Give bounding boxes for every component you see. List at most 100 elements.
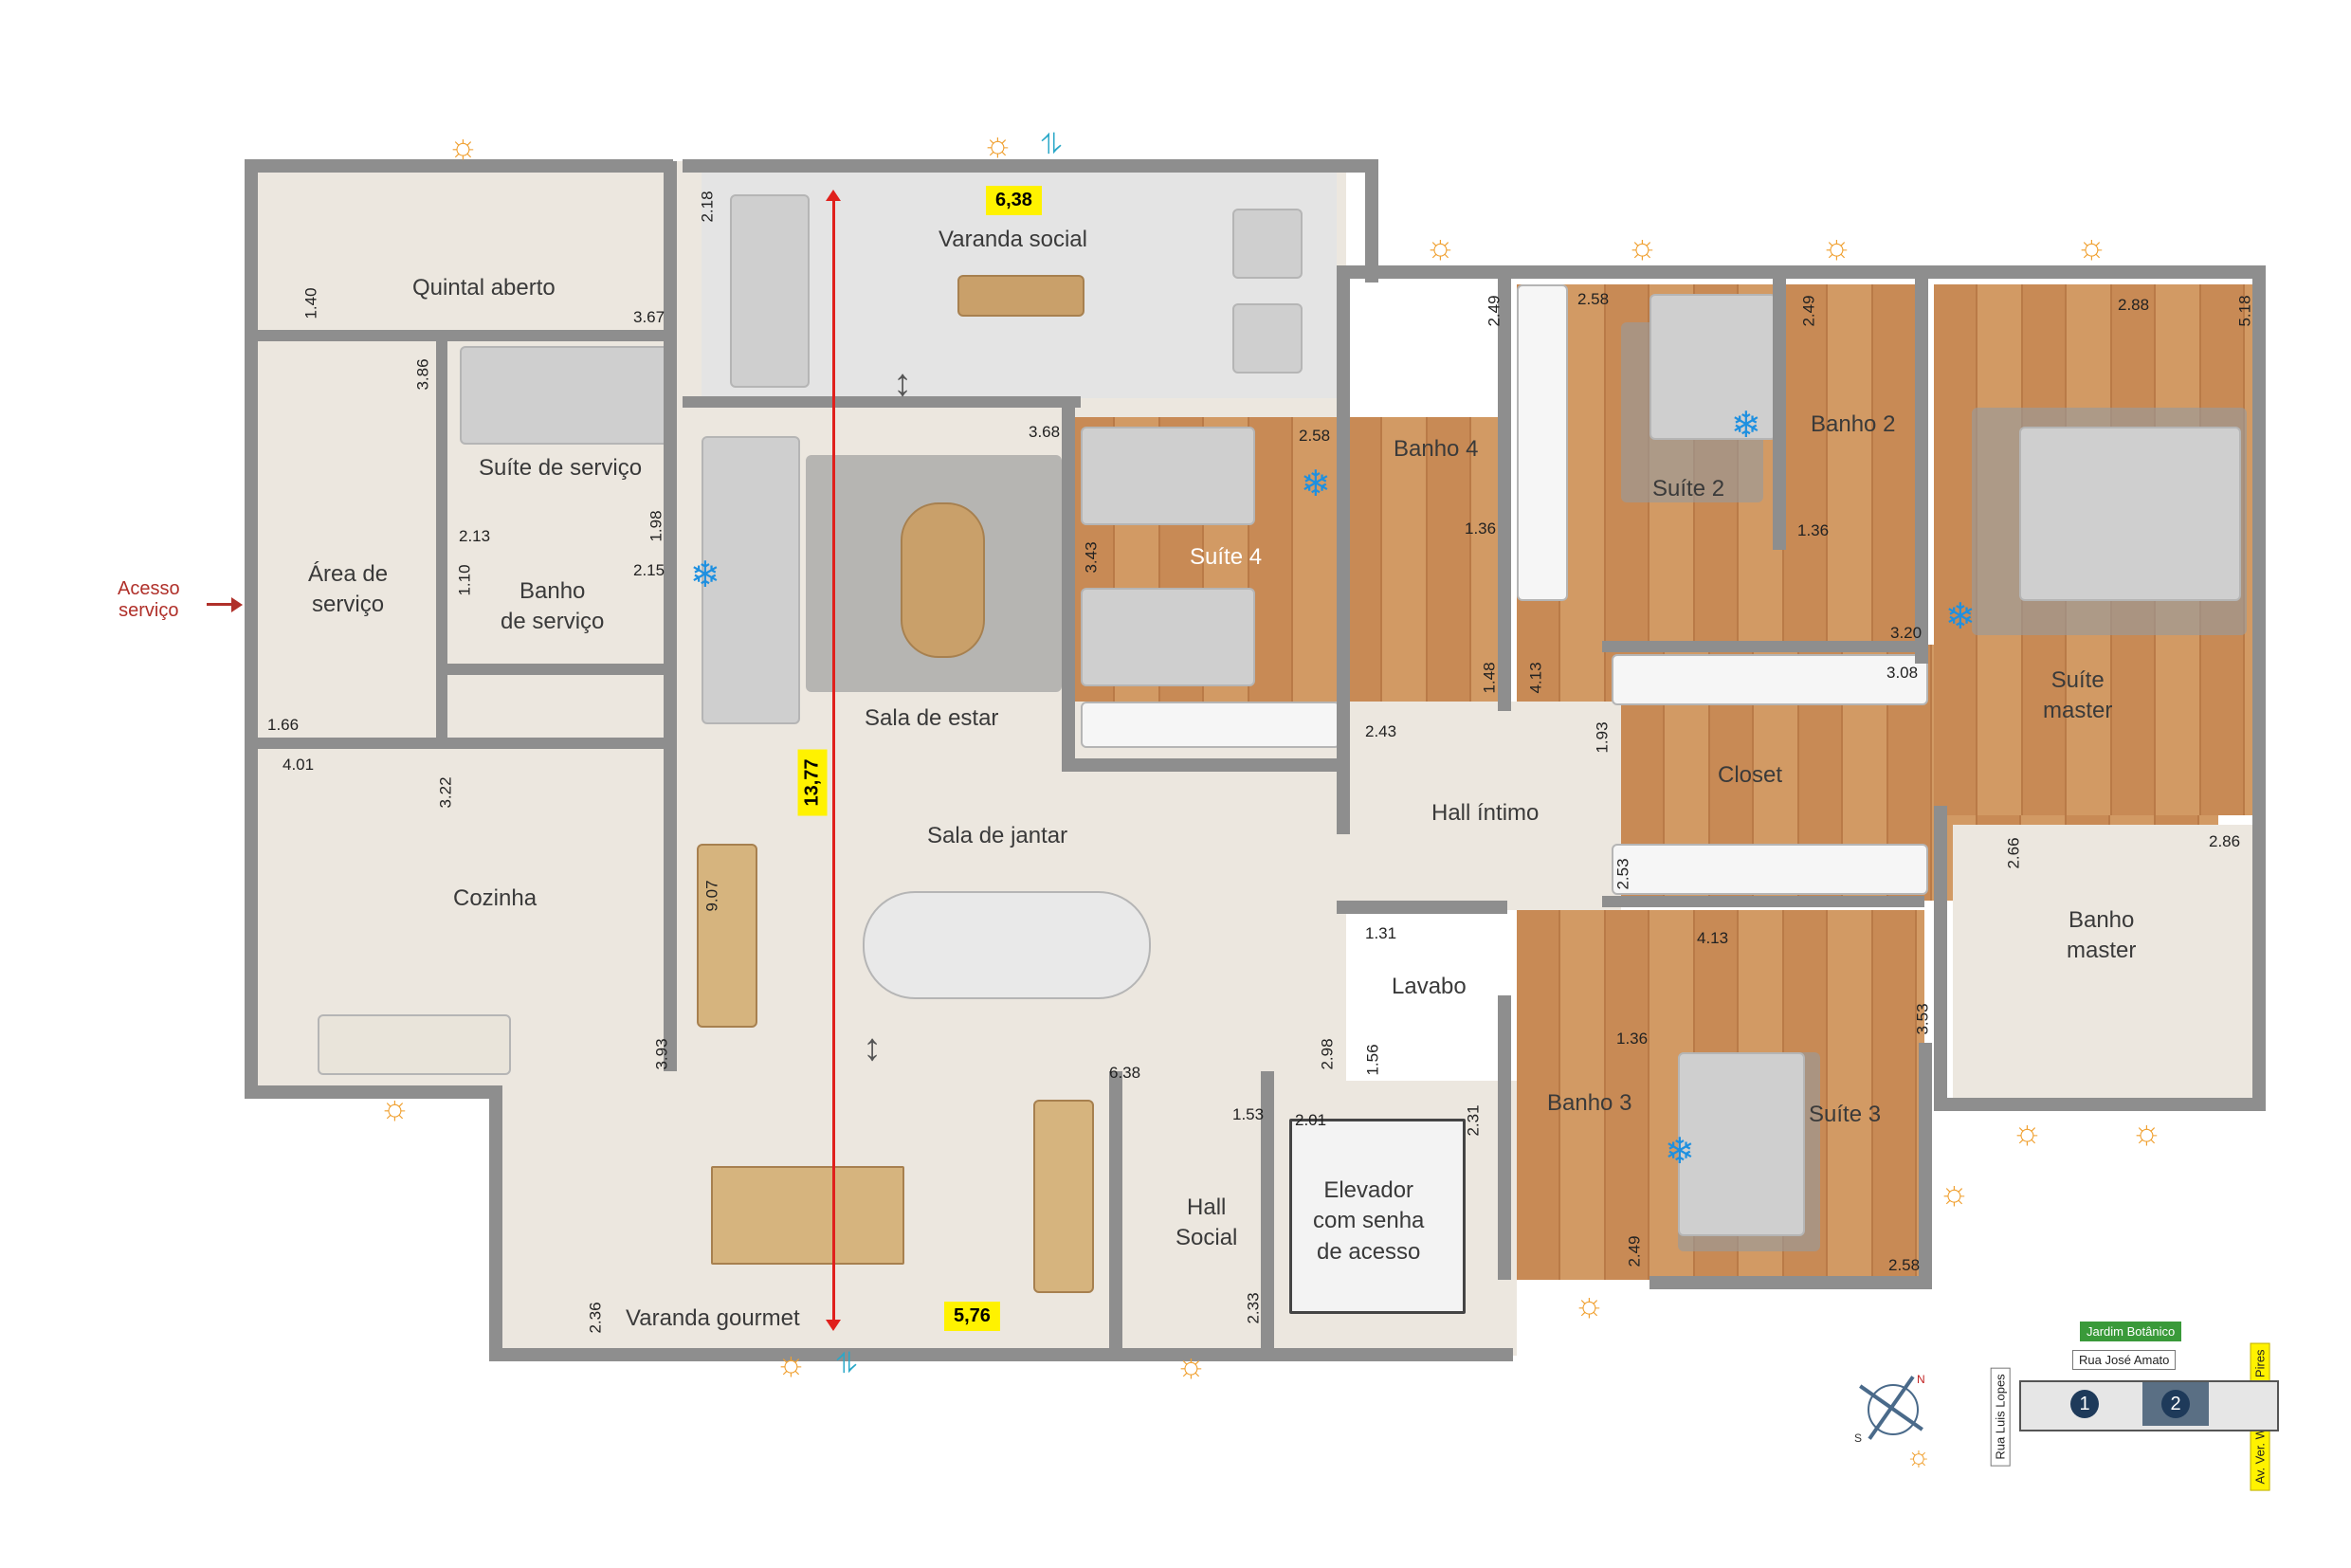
room-hall-social: Hall Social	[1176, 1194, 1238, 1251]
measure-vertical: 13,77	[797, 749, 828, 816]
sun-icon: ☼	[379, 1087, 410, 1126]
closet-wardrobe-2	[1612, 844, 1928, 895]
dim-249b: 2.49	[1799, 295, 1818, 327]
dim-233: 2.33	[1244, 1292, 1263, 1324]
room-cozinha: Cozinha	[453, 885, 538, 911]
bed-master	[2019, 427, 2241, 601]
measure-line-bottom-arrow-icon	[826, 1320, 841, 1331]
gourmet-table	[711, 1166, 904, 1265]
wall-lavabo	[1337, 901, 1507, 914]
floor-hall-intimo	[1337, 702, 1621, 910]
wall-top-center	[683, 159, 1375, 173]
room-hall-intimo: Hall íntimo	[1431, 800, 1540, 826]
wall-suite3-bottom	[1649, 1276, 1932, 1289]
acesso-arrow-icon	[207, 603, 235, 606]
sun-icon: ☼	[2076, 227, 2107, 265]
dim-413b: 4.13	[1697, 929, 1729, 947]
compass-icon: N S	[1849, 1365, 1934, 1450]
island-cozinha	[697, 844, 757, 1028]
room-varanda-social: Varanda social	[939, 227, 1087, 252]
sun-icon: ☼	[1939, 1173, 1970, 1212]
armchair-varanda-1	[1232, 209, 1303, 279]
wall-top-left	[246, 159, 673, 173]
wall-banho-master-left	[1934, 806, 1947, 1109]
breeze-icon: ⥮	[836, 1348, 857, 1379]
closet-wardrobe-1	[1612, 654, 1928, 705]
rua-jose-amato-tag: Rua José Amato	[2072, 1350, 2177, 1370]
acesso-arrowhead-icon	[231, 597, 243, 612]
bed-servico	[460, 346, 672, 445]
room-sala-jantar: Sala de jantar	[927, 823, 1068, 848]
dim-518: 5.18	[2235, 295, 2254, 327]
measure-line-top-arrow-icon	[826, 190, 841, 201]
dim-907: 9.07	[702, 880, 721, 912]
wall-banho3	[1498, 995, 1511, 1280]
dim-231: 2.31	[1464, 1104, 1483, 1137]
dim-253: 2.53	[1613, 858, 1632, 890]
sun-icon: ☼	[2131, 1112, 2162, 1151]
room-banho2: Banho 2	[1811, 411, 1896, 437]
sun-icon: ☼	[2012, 1112, 2043, 1151]
dim-218: 2.18	[698, 191, 717, 223]
wall-servico-vert	[436, 332, 447, 749]
rua-luis-lopes-tag: Rua Luis Lopes	[1990, 1367, 2011, 1467]
dim-243: 2.43	[1365, 722, 1397, 740]
wall-hall-social	[1109, 1071, 1122, 1356]
wall-divider-kitchen	[664, 161, 677, 1071]
air-conditioning-icon: ❄	[1665, 1132, 1695, 1172]
dim-136c: 1.36	[1616, 1030, 1649, 1048]
dim-215: 2.15	[633, 561, 665, 579]
dim-401: 4.01	[282, 756, 315, 774]
bench-gourmet	[1033, 1100, 1094, 1293]
bed-suite2	[1649, 294, 1777, 440]
building-1-badge: 1	[2070, 1390, 2099, 1418]
sun-icon: ☼	[1574, 1285, 1605, 1323]
dim-198: 1.98	[647, 510, 665, 542]
wall-servico-mid	[436, 664, 673, 675]
wall-banho4	[1337, 265, 1350, 834]
dim-368: 3.68	[1029, 423, 1061, 441]
dim-148: 1.48	[1480, 662, 1499, 694]
wall-suite4	[1062, 408, 1075, 768]
dim-367: 3.67	[633, 308, 665, 326]
dim-213: 2.13	[459, 527, 491, 545]
room-elevador: Elevador com senha de acesso	[1313, 1177, 1425, 1265]
dim-320: 3.20	[1890, 624, 1923, 642]
sun-icon: ☼	[1627, 227, 1658, 265]
dim-413a: 4.13	[1526, 662, 1545, 694]
dim-153: 1.53	[1232, 1105, 1265, 1123]
room-suite-servico: Suíte de serviço	[479, 455, 643, 481]
dim-386: 3.86	[413, 358, 432, 391]
building-2-number: 2	[2161, 1390, 2190, 1418]
acesso-servico-label: Acesso serviço	[118, 578, 180, 621]
compass-s-label: S	[1854, 1431, 1863, 1445]
dim-322: 3.22	[436, 776, 455, 809]
wall-elevator	[1261, 1071, 1274, 1356]
air-conditioning-icon: ❄	[1945, 597, 1976, 637]
wall-top-right	[1337, 265, 2266, 279]
dim-249a: 2.49	[1485, 295, 1504, 327]
double-arrow-icon: ↕	[863, 1027, 882, 1068]
sun-icon: ☼	[775, 1343, 807, 1382]
air-conditioning-icon: ❄	[1731, 406, 1761, 446]
counter-cozinha	[318, 1014, 511, 1075]
dim-136b: 1.36	[1797, 521, 1830, 539]
dim-393: 3.93	[652, 1038, 671, 1070]
air-conditioning-icon: ❄	[690, 556, 720, 595]
dim-298: 2.98	[1318, 1038, 1337, 1070]
dim-258b: 2.58	[1577, 290, 1610, 308]
elevator-cab	[1289, 1119, 1466, 1314]
dim-131: 1.31	[1365, 924, 1397, 942]
dim-266: 2.66	[2004, 837, 2023, 869]
wall-master-left	[1915, 265, 1928, 664]
jardim-botanico-tag: Jardim Botânico	[2080, 1322, 2182, 1341]
bed-suite3	[1678, 1052, 1805, 1236]
bed-suite4-2	[1081, 588, 1255, 686]
wall-closet-top	[1602, 641, 1924, 652]
sun-icon: ☼	[1425, 227, 1456, 265]
floor-left	[248, 161, 684, 1090]
dim-201: 2.01	[1295, 1111, 1327, 1129]
floor-banho-master	[1953, 825, 2256, 1100]
wardrobe-suite4	[1081, 702, 1340, 748]
